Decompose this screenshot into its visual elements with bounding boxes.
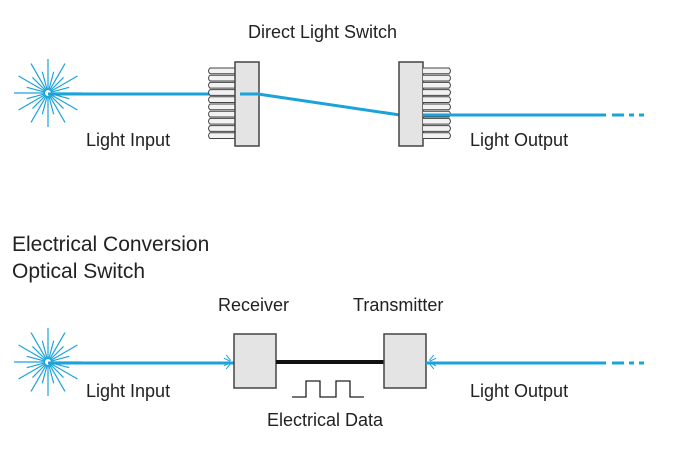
light-input-label-top: Light Input	[86, 130, 171, 150]
transmitter-label: Transmitter	[353, 295, 444, 315]
light-output-label-top: Light Output	[470, 130, 569, 150]
receiver-label: Receiver	[218, 295, 290, 315]
starburst-icon-top	[14, 59, 82, 127]
electrical-data-label: Electrical Data	[267, 410, 384, 430]
sparkle-icon-receiver	[223, 354, 232, 370]
starburst-icon-bottom	[14, 328, 82, 396]
transmitter-box	[383, 333, 427, 389]
light-input-label-bottom: Light Input	[86, 381, 171, 401]
light-output-label-bottom: Light Output	[470, 381, 569, 401]
collimator-icon-right	[398, 61, 451, 147]
square-wave-icon	[292, 380, 364, 398]
electrical-heading-line2: Optical Switch	[12, 260, 146, 283]
switched-beam	[240, 92, 420, 117]
electrical-heading-line1: Electrical Conversion	[12, 233, 210, 256]
collimator-icon-left	[208, 61, 260, 147]
direct-switch-title: Direct Light Switch	[248, 22, 398, 42]
receiver-box	[233, 333, 277, 389]
